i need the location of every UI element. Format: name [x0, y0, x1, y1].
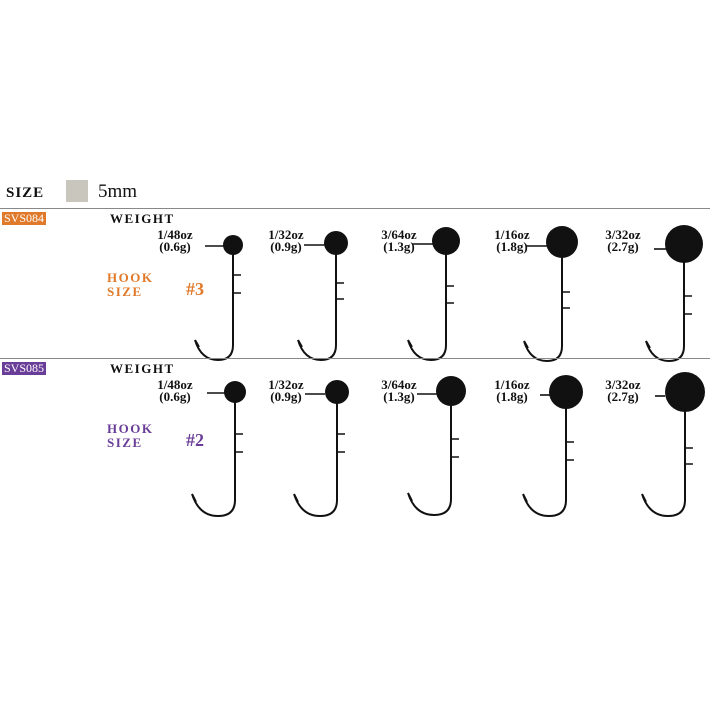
weight-oz: 1/48oz — [157, 377, 193, 392]
weight-oz: 3/64oz — [381, 377, 417, 392]
jig-head — [549, 375, 583, 409]
weight-grams: (0.6g) — [159, 389, 191, 404]
weight-oz: 3/32oz — [605, 227, 641, 242]
hook-label-line2: SIZE — [107, 284, 143, 299]
jig-head — [665, 225, 703, 263]
jig-hook-1 — [191, 381, 246, 518]
wire-keeper — [451, 438, 459, 458]
wire-keeper — [233, 274, 241, 294]
weight-label: 1/48oz (0.6g) — [140, 227, 210, 254]
weight-grams: (2.7g) — [607, 239, 639, 254]
jig-hook-4 — [522, 375, 583, 518]
wire-keeper — [336, 282, 344, 300]
hook-size-value: #2 — [186, 430, 204, 450]
wire-keeper — [566, 441, 574, 461]
jig-head — [325, 380, 349, 404]
product-section-svs084: SVS084 WEIGHT HOOK SIZE #3 1/48oz (0.6g)… — [0, 208, 720, 363]
weight-grams: (1.8g) — [496, 239, 528, 254]
hook-shank — [522, 407, 567, 518]
size-label: SIZE — [6, 185, 45, 201]
section-divider — [0, 208, 710, 209]
hook-shank — [293, 402, 338, 518]
jig-hook-2 — [297, 231, 348, 362]
weight-label: 1/32oz (0.9g) — [251, 227, 321, 254]
weight-label: 3/64oz (1.3g) — [364, 377, 434, 404]
jig-hook-5 — [641, 372, 705, 518]
weight-oz: 1/32oz — [268, 227, 304, 242]
weight-oz: 1/32oz — [268, 377, 304, 392]
section-divider — [0, 358, 710, 359]
jig-head — [223, 235, 243, 255]
weight-grams: (1.3g) — [383, 239, 415, 254]
weight-grams: (0.9g) — [270, 239, 302, 254]
weight-label: 1/48oz (0.6g) — [140, 377, 210, 404]
weight-oz: 1/16oz — [494, 227, 530, 242]
product-code-badge: SVS085 — [2, 361, 47, 375]
hook-shank — [194, 253, 234, 362]
weight-label: 3/64oz (1.3g) — [364, 227, 434, 254]
hook-shank — [407, 404, 452, 517]
weight-label: 1/16oz (1.8g) — [477, 227, 547, 254]
jig-hook-3 — [407, 376, 466, 517]
jig-head — [546, 226, 578, 258]
weight-grams: (0.6g) — [159, 239, 191, 254]
jig-hook-illustrations — [194, 225, 703, 363]
weight-heading: WEIGHT — [110, 361, 175, 376]
weight-oz: 3/32oz — [605, 377, 641, 392]
wire-keeper — [337, 433, 345, 453]
wire-keeper — [685, 447, 693, 465]
jig-head — [224, 381, 246, 403]
weight-grams: (1.8g) — [496, 389, 528, 404]
jig-hook-3 — [407, 227, 460, 362]
hook-size-heading: HOOK SIZE — [107, 271, 153, 299]
jig-hook-4 — [523, 226, 578, 363]
jig-hook-illustrations — [191, 372, 705, 518]
product-code-badge: SVS084 — [2, 211, 47, 225]
weight-oz: 1/48oz — [157, 227, 193, 242]
wire-keeper — [684, 295, 692, 315]
hook-size-heading: HOOK SIZE — [107, 422, 153, 450]
weight-label: 1/32oz (0.9g) — [251, 377, 321, 404]
hook-shank — [407, 253, 447, 362]
hook-label-line2: SIZE — [107, 435, 143, 450]
wire-keeper — [562, 291, 570, 309]
wire-keeper — [235, 433, 243, 453]
weight-label: 1/16oz (1.8g) — [477, 377, 547, 404]
jig-head — [324, 231, 348, 255]
hook-shank — [645, 260, 685, 363]
hook-shank — [523, 256, 563, 363]
jig-hook-5 — [645, 225, 703, 363]
weight-label: 3/32oz (2.7g) — [588, 227, 658, 254]
wire-keeper — [446, 285, 454, 304]
jig-head — [432, 227, 460, 255]
jig-hook-2 — [293, 380, 349, 518]
weight-heading: WEIGHT — [110, 211, 175, 226]
weight-oz: 3/64oz — [381, 227, 417, 242]
weight-label: 3/32oz (2.7g) — [588, 377, 658, 404]
hook-shank — [641, 410, 686, 518]
product-section-svs085: SVS085 WEIGHT HOOK SIZE #2 1/48oz (0.6g)… — [0, 358, 720, 518]
jig-head — [665, 372, 705, 412]
weight-oz: 1/16oz — [494, 377, 530, 392]
weight-grams: (0.9g) — [270, 389, 302, 404]
hook-shank — [191, 401, 236, 518]
hook-size-value: #3 — [186, 279, 204, 299]
weight-grams: (1.3g) — [383, 389, 415, 404]
jig-hook-1 — [194, 235, 243, 362]
hook-shank — [297, 253, 337, 362]
hook-label-line1: HOOK — [107, 270, 154, 285]
size-value: 5mm — [98, 181, 138, 202]
hook-label-line1: HOOK — [107, 421, 154, 436]
weight-grams: (2.7g) — [607, 389, 639, 404]
jig-head — [436, 376, 466, 406]
size-swatch — [66, 180, 88, 202]
